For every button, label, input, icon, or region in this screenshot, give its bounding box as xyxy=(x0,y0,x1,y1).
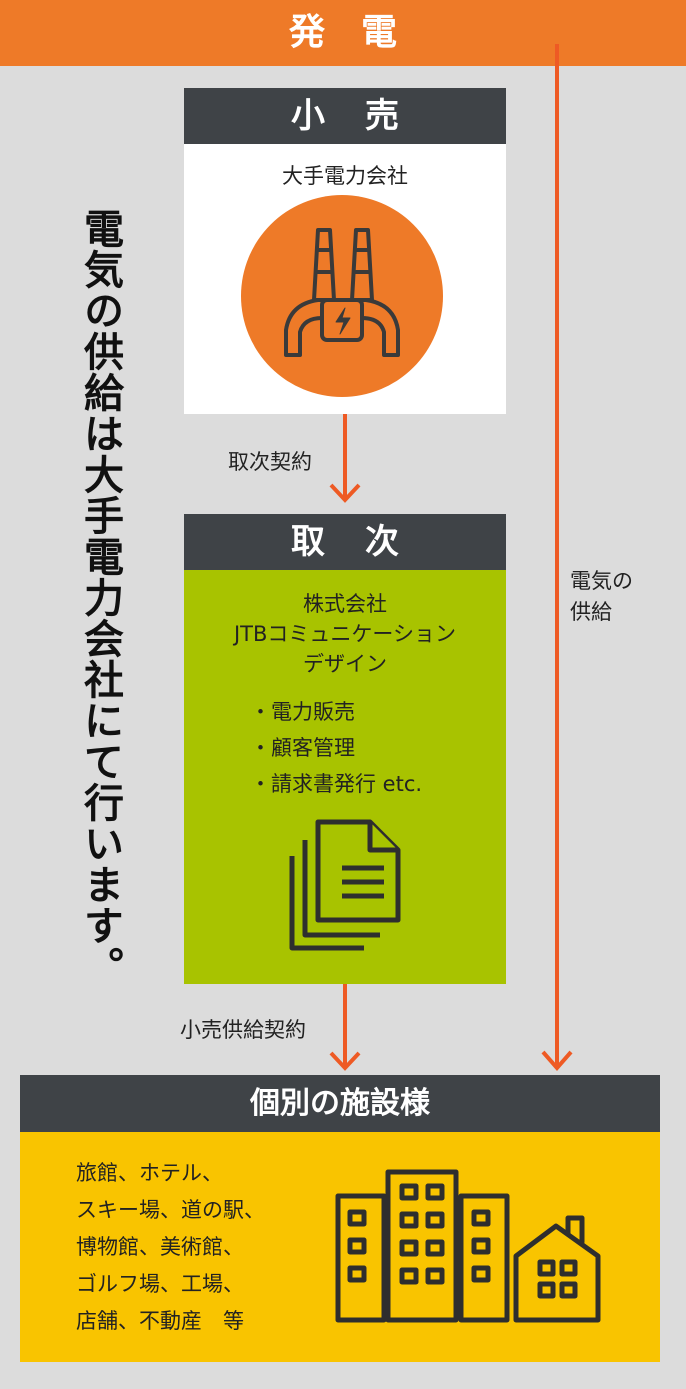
house-icon xyxy=(513,1215,601,1323)
agency-header: 取次 xyxy=(184,514,506,570)
agency-company-line3: デザイン xyxy=(303,652,387,676)
facility-list: 旅館、ホテル、 スキー場、道の駅、 博物館、美術館、 ゴルフ場、工場、 店舗、不… xyxy=(76,1155,265,1340)
generation-header: 発電 xyxy=(0,0,686,66)
documents-icon xyxy=(289,819,401,951)
agency-company-line2: JTBコミュニケーション xyxy=(233,622,456,646)
facility-item: 旅館、ホテル、 xyxy=(76,1161,223,1185)
service-item: ・電力販売 xyxy=(250,700,355,724)
facility-item: ゴルフ場、工場、 xyxy=(76,1272,244,1296)
agency-contract-arrow xyxy=(329,414,361,503)
facility-item: スキー場、道の駅、 xyxy=(76,1198,265,1222)
service-item: ・顧客管理 xyxy=(250,736,355,760)
agency-company-line1: 株式会社 xyxy=(303,592,387,616)
agency-services: ・電力販売 ・顧客管理 ・請求書発行 etc. xyxy=(250,694,422,802)
facility-item: 博物館、美術館、 xyxy=(76,1235,244,1259)
supply-arrow xyxy=(541,44,573,1072)
supply-label-line1: 電気の xyxy=(570,569,633,593)
retail-supply-contract-arrow xyxy=(329,984,361,1071)
retail-supply-contract-label: 小売供給契約 xyxy=(180,1018,306,1042)
service-item: ・請求書発行 etc. xyxy=(250,772,423,796)
retail-company: 大手電力会社 xyxy=(282,164,408,188)
facility-header: 個別の施設様 xyxy=(20,1075,660,1132)
supply-note: 電気の供給は大手電力会社にて行います。 xyxy=(77,208,123,987)
facility-item: 店舗、不動産 等 xyxy=(76,1309,244,1333)
retail-header: 小売 xyxy=(184,88,506,144)
power-plant-icon xyxy=(241,195,443,397)
buildings-icon xyxy=(335,1169,510,1323)
agency-contract-label: 取次契約 xyxy=(228,450,312,474)
supply-label-line2: 供給 xyxy=(570,600,612,624)
